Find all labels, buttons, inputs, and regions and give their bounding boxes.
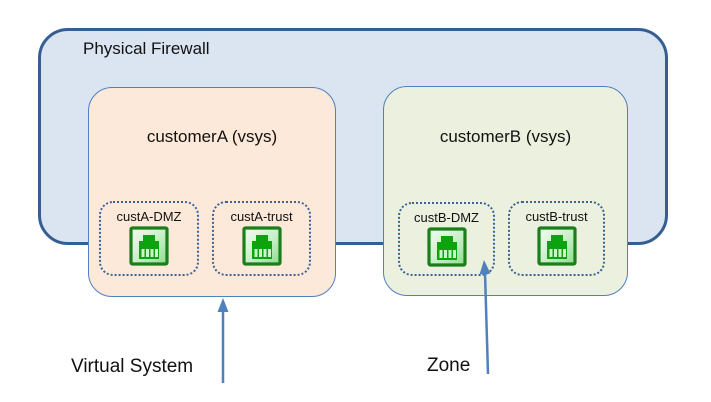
- vsys-customer-a-box: customerA (vsys) custA-DMZ custA-trust: [88, 87, 336, 297]
- zone-custb-trust-label: custB-trust: [525, 209, 588, 224]
- vsys-customer-b-label: customerB (vsys): [439, 127, 572, 146]
- ethernet-port-icon: [536, 226, 577, 266]
- ethernet-port-icon: [129, 226, 169, 266]
- vsys-customer-a-label: customerA (vsys): [146, 127, 278, 146]
- ethernet-port-icon: [426, 227, 467, 267]
- vsys-customer-b-box: customerB (vsys) custB-DMZ custB-trust: [383, 86, 628, 296]
- zone-custa-trust-label: custA-trust: [230, 209, 293, 224]
- zone-custa-dmz-box: custA-DMZ: [99, 201, 199, 276]
- zone-custa-dmz-label: custA-DMZ: [116, 209, 182, 224]
- zone-custa-trust-box: custA-trust: [212, 201, 311, 276]
- zone-custb-dmz-label: custB-DMZ: [414, 210, 479, 225]
- zone-custb-dmz-box: custB-DMZ: [398, 202, 495, 276]
- physical-firewall-label: Physical Firewall: [83, 39, 210, 58]
- zone-custb-trust-box: custB-trust: [508, 201, 605, 276]
- virtual-system-label: Virtual System: [71, 356, 194, 377]
- virtual-system-arrow: [217, 298, 229, 383]
- ethernet-port-icon: [241, 226, 282, 266]
- zone-label: Zone: [427, 355, 471, 376]
